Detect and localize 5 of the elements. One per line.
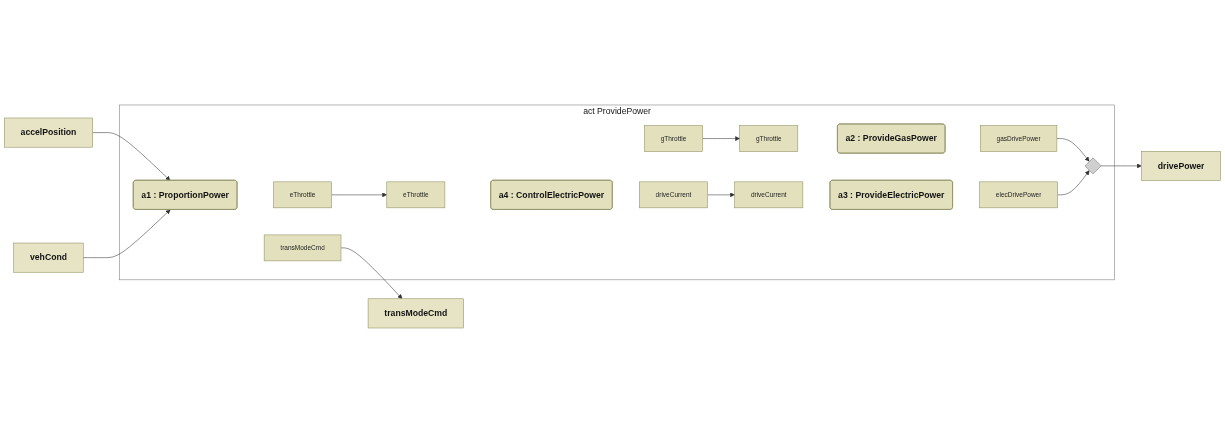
node-box: accelPosition (4, 117, 93, 148)
node-box: transModeCmd (367, 298, 464, 329)
node-box: drivePower (1141, 151, 1221, 181)
node-box: vehCond (13, 242, 84, 273)
node-diamond (1084, 157, 1102, 175)
